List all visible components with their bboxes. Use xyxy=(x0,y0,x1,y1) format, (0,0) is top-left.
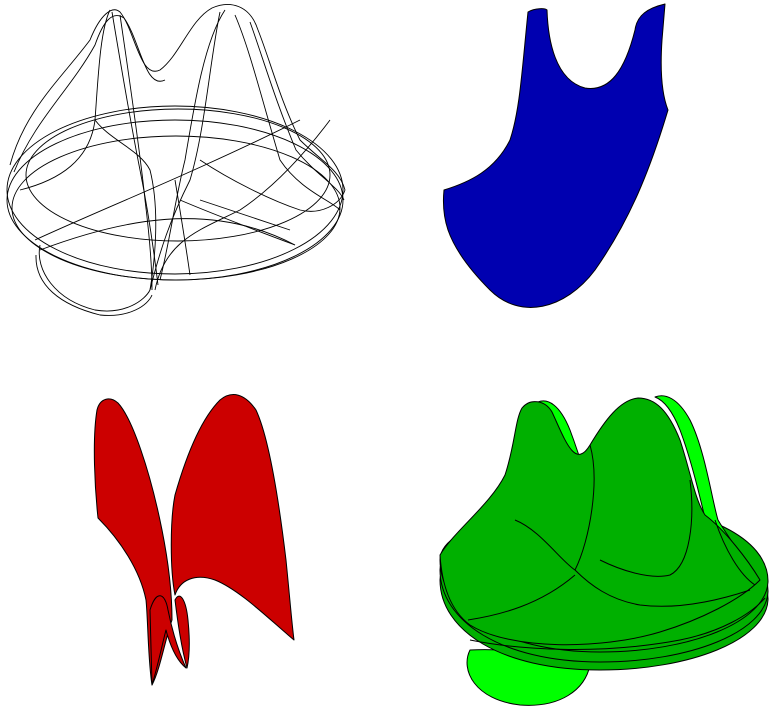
wire-arch-8 xyxy=(119,14,153,291)
wireframe-model xyxy=(6,4,346,316)
wire-base-ring-2 xyxy=(6,119,344,281)
red-surface-right xyxy=(170,394,295,641)
green-edge-arch-mid xyxy=(599,479,693,577)
wire-lobe-left-b xyxy=(13,15,166,173)
green-edge-arch-left xyxy=(514,444,595,571)
green-edge-front-curve xyxy=(467,574,576,621)
wire-lobe-right xyxy=(257,29,346,191)
wire-arch-6 xyxy=(159,9,226,281)
wire-diag-3 xyxy=(179,199,296,246)
wire-diag-5 xyxy=(199,199,291,231)
blue-surface xyxy=(443,3,669,308)
wire-diag-1 xyxy=(34,119,301,241)
wire-lobe-right-c xyxy=(234,14,341,211)
wire-diag-2 xyxy=(39,218,296,251)
red-surface-stem xyxy=(174,595,190,669)
green-edge-arch-right xyxy=(714,519,756,586)
wire-diag-4 xyxy=(174,179,191,276)
green-edge-base-seam xyxy=(469,597,766,650)
wire-inner-ring xyxy=(25,108,331,242)
wire-lobe-left xyxy=(9,4,259,166)
green-solid-model xyxy=(439,395,769,706)
wire-arch-1 xyxy=(19,9,111,191)
green-edge-valley xyxy=(574,569,751,607)
wire-lobe-right-b xyxy=(249,21,345,201)
wire-base-ring-1 xyxy=(6,105,344,275)
blue-surface-model xyxy=(443,3,669,308)
red-surface-model xyxy=(93,394,295,686)
wire-bottom-loop xyxy=(38,244,151,312)
green-main-body xyxy=(439,397,761,646)
wire-arch-2 xyxy=(94,119,157,291)
wire-arch-7 xyxy=(111,11,159,286)
wire-arch-4 xyxy=(199,159,346,212)
wire-arch-5 xyxy=(154,119,331,291)
wire-base-ring-3 xyxy=(11,135,341,281)
wire-bottom-loop-b xyxy=(35,254,153,316)
wire-arch-3 xyxy=(149,11,221,291)
red-surface-hang xyxy=(149,595,187,686)
